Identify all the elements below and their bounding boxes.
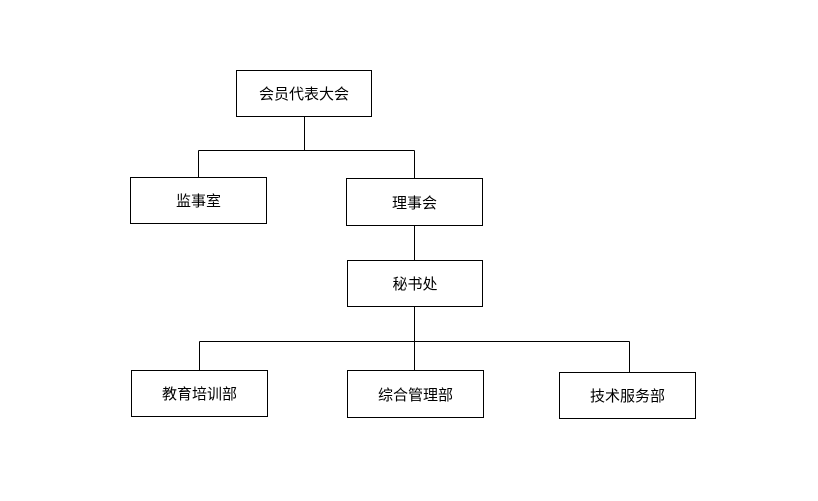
node-education-training-dept: 教育培训部 — [131, 370, 268, 417]
node-technical-services-dept: 技术服务部 — [559, 372, 696, 419]
node-secretariat: 秘书处 — [347, 260, 483, 307]
node-label: 会员代表大会 — [258, 85, 349, 103]
node-label: 秘书处 — [392, 275, 438, 293]
node-general-admin-dept: 综合管理部 — [347, 370, 484, 418]
node-supervisory-office: 监事室 — [130, 177, 267, 224]
node-label: 教育培训部 — [161, 385, 237, 403]
node-label: 理事会 — [391, 193, 437, 212]
node-council: 理事会 — [346, 178, 483, 226]
node-members-assembly: 会员代表大会 — [236, 70, 372, 117]
node-label: 技术服务部 — [589, 387, 665, 405]
node-label: 监事室 — [175, 192, 221, 210]
node-label: 综合管理部 — [377, 385, 453, 404]
